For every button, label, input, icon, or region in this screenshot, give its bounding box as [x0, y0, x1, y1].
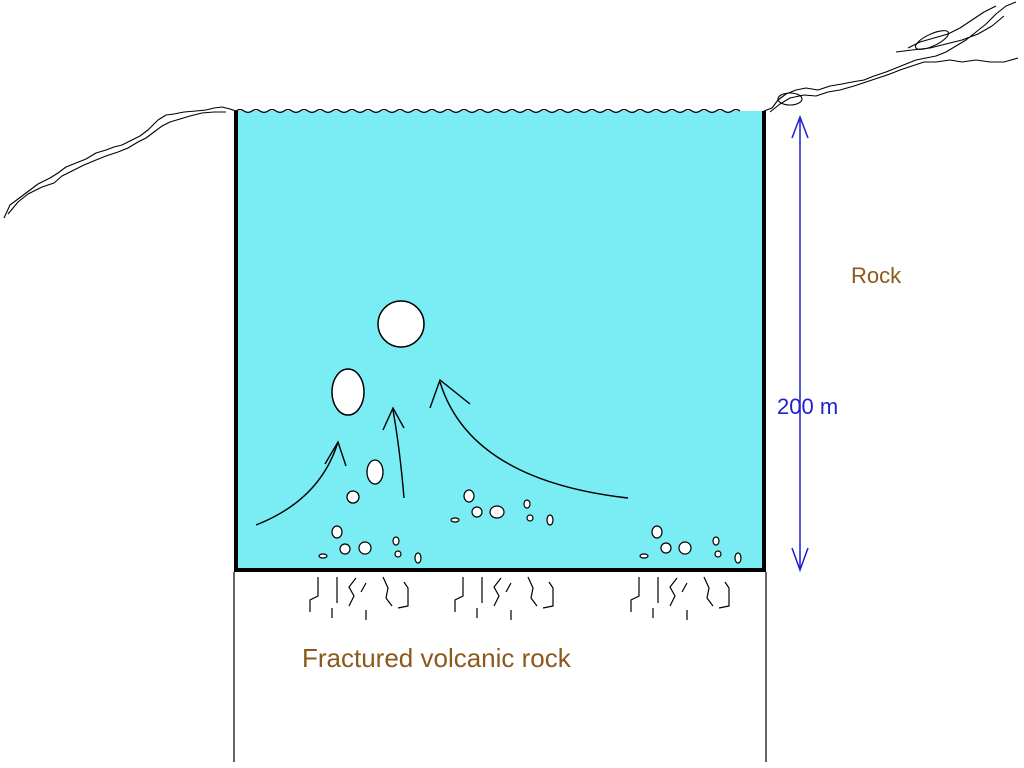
rock-label: Rock	[851, 263, 902, 288]
gas-bubble-medium	[331, 368, 365, 416]
flow-arrow-middle	[382, 406, 405, 499]
gas-bubble-small	[346, 490, 360, 504]
flow-arrow-left	[255, 440, 347, 526]
right-terrain	[763, 1, 1019, 113]
fractured-rock-label: Fractured volcanic rock	[302, 643, 571, 673]
gas-bubble-small	[366, 459, 384, 485]
bubble-cluster-left	[318, 525, 422, 564]
fractures-right	[630, 576, 730, 620]
water-surface	[235, 108, 741, 114]
terrain-rock-lump	[914, 30, 950, 50]
flow-arrow-right	[429, 378, 629, 499]
depth-arrow	[791, 114, 809, 573]
depth-label: 200 m	[777, 394, 839, 419]
bubble-cluster-right	[639, 525, 742, 564]
lake-water	[236, 111, 764, 570]
gas-bubble-large	[377, 300, 425, 348]
terrain-rock-lump	[777, 92, 803, 106]
left-terrain	[3, 106, 237, 219]
fractures-middle	[454, 576, 554, 620]
fractures-left	[309, 576, 409, 620]
bubble-cluster-middle	[450, 489, 554, 526]
